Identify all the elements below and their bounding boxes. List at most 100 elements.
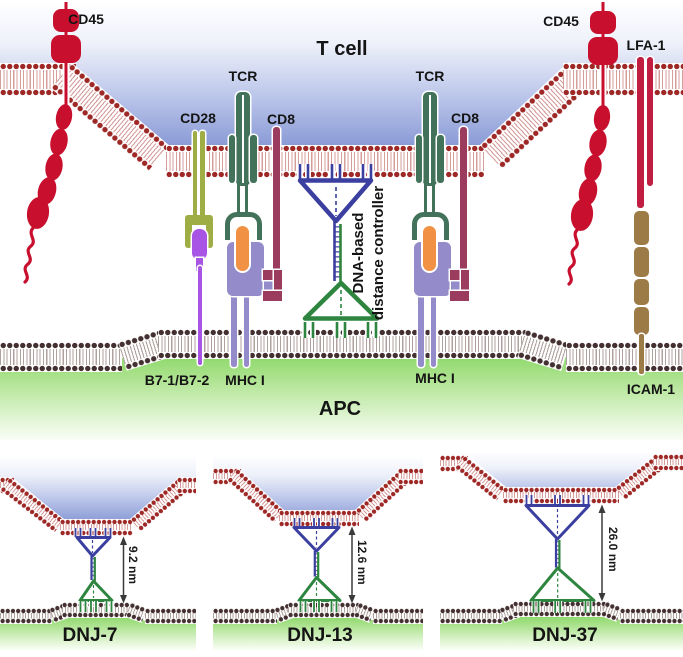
cd45-left-domain-1	[53, 9, 79, 32]
cd8-left-label: CD8	[266, 111, 295, 127]
peptide-right	[423, 226, 436, 271]
cd28-arm-right	[206, 223, 213, 248]
tcr-left-stem-a	[237, 183, 240, 216]
cd8-right-label: CD8	[450, 110, 479, 126]
apc-title: APC	[318, 398, 362, 420]
panel1-distance-arrow	[120, 536, 127, 604]
panel1-amem-right	[145, 608, 196, 624]
tcr-left-chain-divider	[242, 95, 244, 183]
controller-label-line2: distance controller	[370, 185, 387, 321]
b7-head	[191, 229, 207, 260]
mhc-right-tab	[451, 280, 462, 291]
tcr-right-stem-a	[424, 183, 427, 216]
peptide-left	[236, 226, 249, 271]
cd45-right-label: CD45	[543, 13, 579, 29]
t-cell-title: T cell	[316, 38, 368, 60]
b7-stalk	[197, 266, 202, 365]
mhc-left-leg-a	[231, 294, 237, 367]
icam1-label: ICAM-1	[626, 381, 676, 397]
tcr-left-body	[236, 92, 250, 186]
panel1-amem-left	[0, 608, 52, 624]
mhc-right-label: MHC I	[415, 370, 455, 386]
cd8-right-bracket-bottom	[450, 291, 469, 301]
controller-label: DNA-based distance controller	[349, 178, 393, 328]
cd28-stem-1	[192, 131, 197, 219]
panel1-controller	[73, 528, 114, 612]
lfa1-label: LFA-1	[626, 37, 666, 53]
panel2-distance-value: 12.6 nm	[355, 540, 369, 585]
panel1-name: DNJ-7	[62, 625, 118, 646]
cd8-left-bar	[273, 127, 280, 272]
panel3-tmem-right-flat	[653, 454, 683, 471]
cd45-right-domain-1	[590, 11, 616, 34]
tcr-right-claw	[412, 212, 449, 240]
panel2-name: DNJ-13	[287, 625, 353, 646]
cd28-arm-left	[185, 223, 192, 248]
dna-bottom-anchors	[303, 322, 378, 338]
tcr-right-sidechain-b	[437, 135, 444, 183]
cd8-left-bracket-bottom	[263, 291, 282, 301]
cd45-left-domain-2	[51, 35, 81, 63]
cd28-bar	[185, 215, 213, 225]
tcr-right-chain-divider	[429, 95, 431, 183]
cd45-right-tail	[567, 227, 580, 286]
mhc-left-label: MHC I	[225, 372, 265, 388]
dna-top-tripod	[297, 178, 374, 224]
apc-membrane-middle	[158, 329, 530, 359]
tcr-right-label: TCR	[415, 68, 445, 84]
cd8-right-bracket-wall	[461, 270, 469, 301]
b7-label: B7-1/B7-2	[144, 372, 210, 388]
apc-membrane-left-flat	[0, 342, 122, 372]
panel3-controller	[524, 495, 596, 613]
tcr-left-sidechain-b	[250, 135, 257, 183]
panel1-distance-value: 9.2 nm	[126, 546, 140, 585]
cd8-right-bar	[460, 127, 467, 272]
panel2-distance-arrow	[348, 526, 356, 604]
lfa1-bar-long	[637, 57, 644, 208]
cd45-left-molecule	[23, 2, 81, 284]
cd45-right-molecule	[567, 2, 618, 286]
tcr-right-sidechain-a	[415, 135, 422, 183]
cd8-left-bracket-wall	[274, 270, 282, 301]
cd8-left-bracket-top	[263, 270, 282, 280]
icam1-stem	[639, 334, 644, 374]
mhc-left-leg-b	[243, 294, 249, 367]
b7-neck	[195, 258, 203, 271]
panel3-distance-arrow	[598, 504, 606, 602]
icam1-domain-4	[634, 307, 649, 335]
dna-distance-controller	[297, 164, 380, 338]
panel3-distance-value: 26.0 nm	[606, 527, 620, 572]
icam1-domain-2	[634, 247, 649, 277]
cd28-label: CD28	[180, 110, 216, 126]
cd8-right-bracket-top	[450, 270, 469, 280]
dna-top-anchors	[298, 164, 373, 179]
mhc-right-leg-a	[418, 294, 424, 367]
tcr-left-claw	[225, 212, 262, 240]
cd45-left-label: CD45	[68, 11, 104, 27]
icam1-domain-1	[634, 211, 649, 245]
controller-label-line1: DNA-based	[350, 212, 367, 294]
cd45-left-tail	[23, 225, 36, 284]
cd45-right-domain-2	[588, 37, 618, 65]
lfa1-bar-short	[646, 57, 653, 186]
tcr-left-stem-b	[245, 183, 248, 216]
panel1-tmem-dip	[60, 519, 133, 536]
tcr-right-body	[423, 92, 437, 186]
panel1-tmem-right-flat	[177, 477, 196, 494]
mhc-right-leg-b	[430, 294, 436, 367]
apc-membrane-right-flat	[566, 342, 683, 372]
panel3-amem-left	[440, 608, 502, 624]
mhc-left-tab	[264, 280, 275, 291]
panel2-amem-right	[373, 608, 423, 624]
tcr-right-stem-b	[432, 183, 435, 216]
tcr-left-label: TCR	[228, 68, 258, 84]
panel3-amem-right	[620, 608, 683, 624]
t-cell-membrane-right-flat	[563, 63, 683, 96]
icam1-domain-3	[634, 279, 649, 305]
panel2-tmem-right-flat	[398, 468, 423, 485]
cd28-stem-2	[200, 131, 205, 219]
tcr-left-sidechain-a	[228, 135, 235, 183]
panel2-amem-left	[213, 608, 277, 624]
